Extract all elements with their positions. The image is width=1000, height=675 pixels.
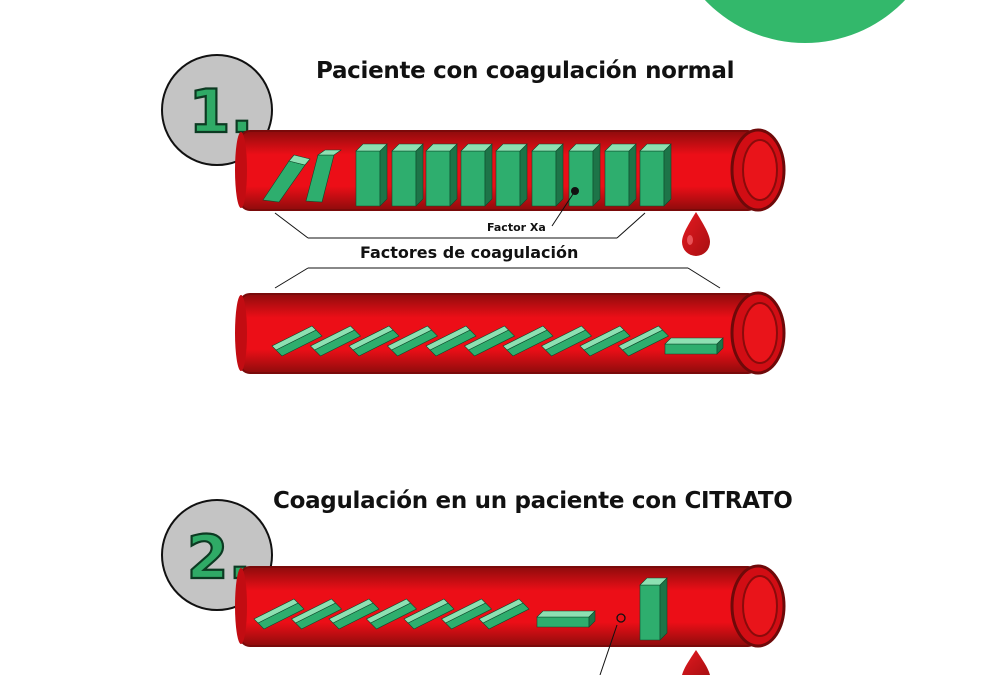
upright-domino <box>355 143 388 207</box>
fallen-domino <box>290 598 343 630</box>
upright-domino <box>531 143 564 207</box>
fallen-domino <box>440 598 493 630</box>
citrate-dominoes-group <box>253 577 668 641</box>
step-1-badge: 1. <box>161 54 273 166</box>
fallen-domino <box>540 325 593 357</box>
upright-domino <box>639 143 672 207</box>
upright-domino <box>568 143 601 207</box>
upright-domino <box>639 577 668 641</box>
upright-domino <box>460 143 493 207</box>
coagulation-factors-label: Factores de coagulación <box>360 243 579 262</box>
upright-domino <box>604 143 637 207</box>
fallen-domino <box>403 598 455 630</box>
fallen-domino <box>348 325 400 357</box>
accent-circle-decoration <box>704 0 906 43</box>
factor-xa-pointer-dot <box>571 187 579 195</box>
flat-domino <box>536 610 596 628</box>
fallen-domino <box>386 325 439 357</box>
blood-drop-icon-2 <box>682 650 710 675</box>
fallen-domino <box>328 598 380 630</box>
flat-domino <box>664 337 724 355</box>
fallen-domino <box>365 598 418 630</box>
vessel-citrate <box>235 564 786 648</box>
section-2-title: Coagulación en un paciente con CITRATO <box>273 488 793 514</box>
tilted-domino <box>305 149 342 203</box>
citrate-pointer-ring <box>616 613 626 623</box>
fallen-dominoes-group <box>271 325 724 357</box>
blood-drop-icon <box>682 212 710 256</box>
fallen-domino <box>617 325 670 357</box>
fallen-domino <box>425 325 477 357</box>
upright-domino <box>425 143 458 207</box>
fallen-domino <box>463 325 516 357</box>
tilted-domino <box>262 154 311 203</box>
factor-xa-pointer-line <box>551 190 576 227</box>
fallen-domino <box>579 325 631 357</box>
fallen-domino <box>478 598 530 630</box>
fallen-domino <box>253 598 305 630</box>
section-1-title: Paciente con coagulación normal <box>316 58 735 84</box>
upright-domino <box>495 143 528 207</box>
fallen-domino <box>309 325 362 357</box>
factor-xa-label: Factor Xa <box>487 221 546 234</box>
citrate-pointer-line <box>599 624 618 675</box>
upright-dominoes-group <box>262 143 672 207</box>
fallen-domino <box>271 325 323 357</box>
fallen-domino <box>502 325 554 357</box>
factors-bracket <box>274 212 721 289</box>
upright-domino <box>391 143 424 207</box>
